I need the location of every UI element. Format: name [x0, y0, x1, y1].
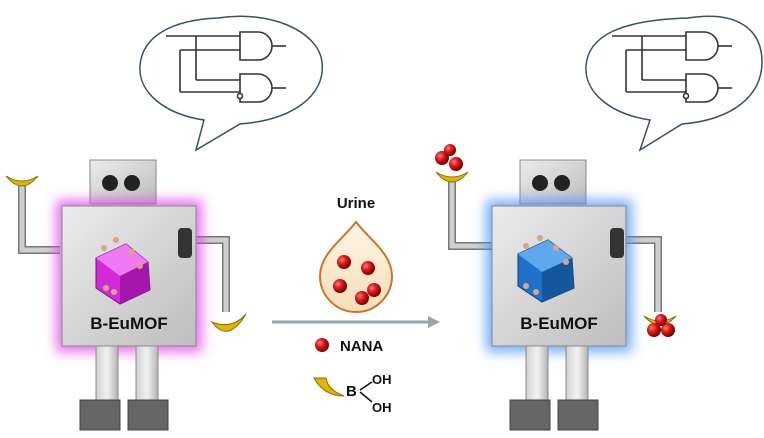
- bound-nana-spheres: [435, 144, 463, 171]
- robot-eye: [102, 175, 118, 191]
- left-robot-label: B-EuMOF: [90, 314, 167, 333]
- robot-arm: [18, 186, 60, 254]
- boronic-b-label: B: [346, 383, 357, 400]
- left-robot: B-EuMOF: [5, 15, 323, 431]
- mof-crystal-icon: [517, 235, 575, 303]
- reaction-panel: Urine NANA B OH OH: [272, 195, 440, 415]
- nana-sphere-icon: [315, 338, 329, 352]
- drop-nana-spheres: [333, 255, 381, 305]
- robot-eye: [554, 175, 570, 191]
- urine-label: Urine: [337, 195, 375, 212]
- robot-knob: [610, 228, 624, 258]
- boronic-oh2-label: OH: [372, 400, 392, 415]
- crescent-hand-icon: [5, 175, 39, 187]
- robot-foot: [127, 399, 169, 431]
- robot-head: [519, 159, 587, 205]
- mof-crystal-icon: [95, 237, 151, 305]
- robot-knob: [178, 228, 192, 258]
- boronic-oh1-label: OH: [372, 372, 392, 387]
- robot-foot: [79, 399, 121, 431]
- crescent-hand-icon: [313, 377, 345, 397]
- robot-foot: [557, 399, 599, 431]
- logic-gate-icon: [612, 31, 732, 103]
- bound-nana-spheres: [647, 314, 675, 337]
- right-speech-bubble: [585, 15, 763, 152]
- right-robot-label: B-EuMOF: [520, 314, 597, 333]
- crescent-hand-icon: [435, 171, 469, 183]
- robot-eye: [124, 175, 140, 191]
- logic-gate-icon: [166, 31, 286, 103]
- robot-head: [89, 159, 157, 205]
- robot-leg: [95, 345, 119, 405]
- robot-foot: [509, 399, 551, 431]
- robot-leg: [525, 345, 549, 405]
- right-robot: B-EuMOF: [435, 15, 763, 431]
- crescent-hand-icon: [210, 313, 247, 332]
- nana-label: NANA: [340, 338, 383, 355]
- robot-eye: [532, 175, 548, 191]
- robot-leg: [565, 345, 589, 405]
- robot-leg: [135, 345, 159, 405]
- left-speech-bubble: [139, 15, 323, 152]
